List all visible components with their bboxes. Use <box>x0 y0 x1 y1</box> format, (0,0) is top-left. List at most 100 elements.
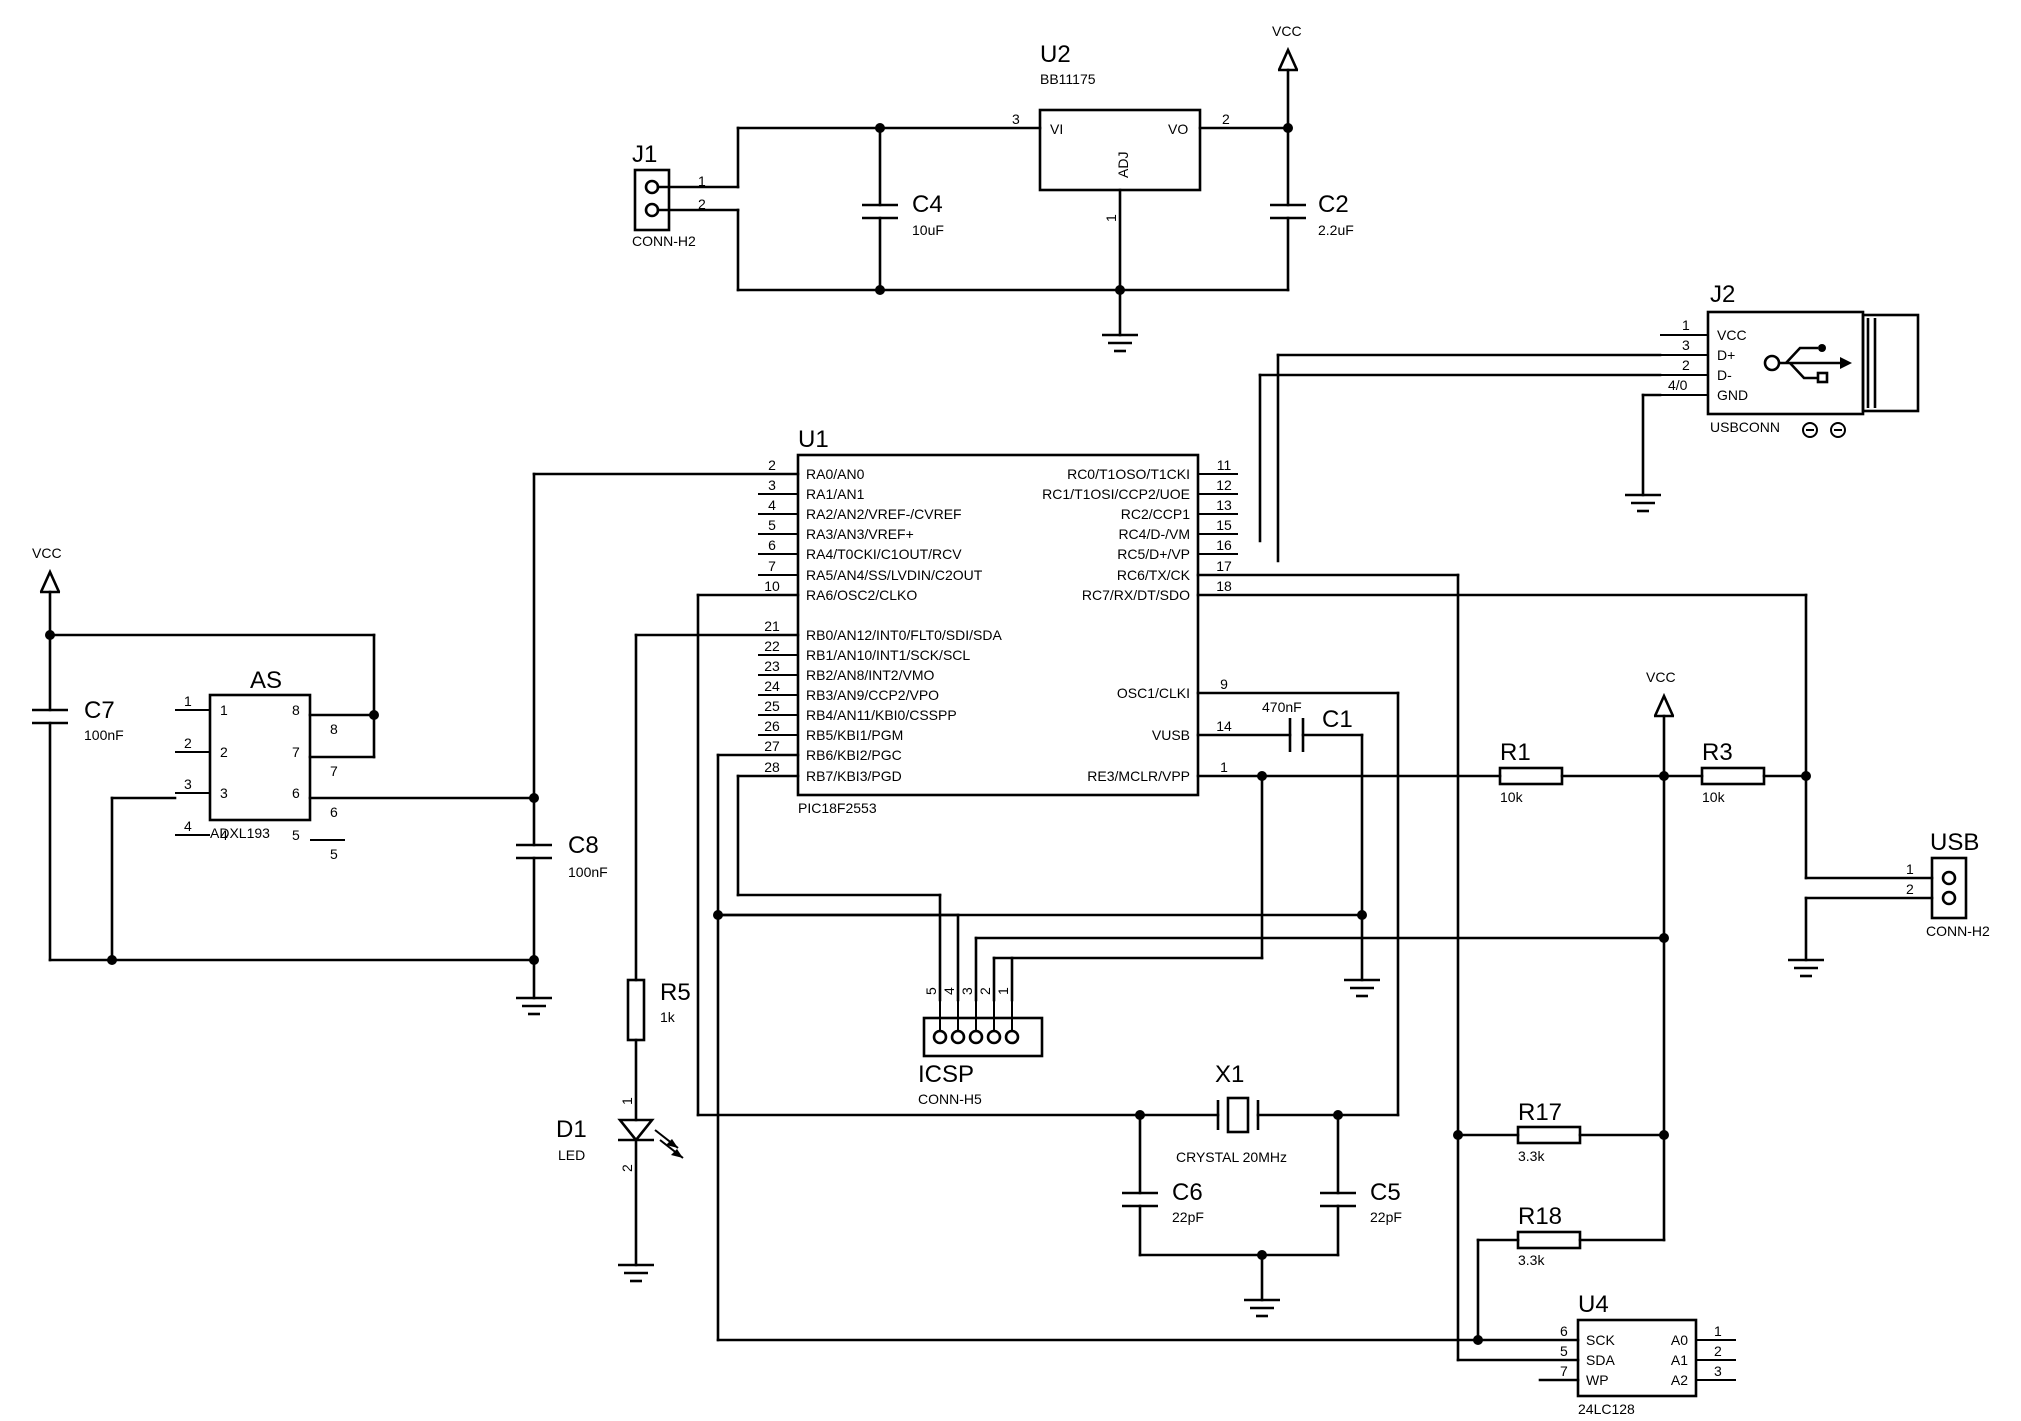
j2-pin3: 3 <box>1682 337 1690 353</box>
j2-label-vcc: VCC <box>1717 327 1747 343</box>
as-pin-name: 4 <box>220 827 228 843</box>
u1-pin-num: 4 <box>768 497 776 513</box>
c4-value: 10uF <box>912 222 944 238</box>
u1-body <box>796 453 1200 797</box>
u4-pin-num: 3 <box>1714 1363 1722 1379</box>
c1-value: 470nF <box>1262 699 1302 715</box>
u4-body <box>1576 1318 1698 1398</box>
u1-pin-num: 18 <box>1216 578 1232 594</box>
vcc-arrow-top <box>1277 46 1299 72</box>
polarity-icons <box>1802 422 1846 438</box>
u1-pin-num: 11 <box>1217 457 1232 473</box>
u1-part: PIC18F2553 <box>798 800 877 816</box>
r5-value: 1k <box>660 1009 676 1025</box>
u1-pin-name: VUSB <box>1152 727 1190 743</box>
u1-pin-name: RC7/RX/DT/SDO <box>1082 587 1190 603</box>
u1-pin-name: RB2/AN8/INT2/VMO <box>806 667 934 683</box>
x1-body <box>1226 1096 1250 1134</box>
vcc-arrow-mid <box>1653 692 1675 718</box>
usb-conn-body <box>1930 856 1968 920</box>
u1-pin-num: 2 <box>768 457 776 473</box>
j1-ref: J1 <box>632 141 657 168</box>
usb-conn-pin1: 1 <box>1906 861 1914 877</box>
u1-section: U1 PIC18F2553 2RA0/AN03RA1/AN14RA2/AN2/V… <box>758 426 1238 816</box>
vcc-label-mid: VCC <box>1646 669 1676 685</box>
icsp-pin-circle <box>986 1029 1002 1045</box>
as-pin-num: 6 <box>330 804 338 820</box>
c8-ref: C8 <box>568 832 599 859</box>
u2-vi-label: VI <box>1050 121 1063 137</box>
led-section: R5 1k 1 D1 LED 2 <box>556 633 800 1283</box>
u1-pin-num: 10 <box>764 578 780 594</box>
u4-pin-name: SDA <box>1586 1352 1615 1368</box>
u4-pin-num: 7 <box>1560 1363 1568 1379</box>
ground-symbol-regulator <box>1102 333 1138 353</box>
oscillator-section: X1 CRYSTAL 20MHz C6 22pF C5 22pF <box>696 593 1402 1318</box>
u1-pin-name: RC0/T1OSO/T1CKI <box>1067 466 1190 482</box>
as-pin-num: 7 <box>330 763 338 779</box>
as-pin-name: 8 <box>292 702 300 718</box>
u4-pin-num: 6 <box>1560 1323 1568 1339</box>
u1-pin-name: RB5/KBI1/PGM <box>806 727 903 743</box>
j2-label-dminus: D- <box>1717 367 1732 383</box>
c7-value: 100nF <box>84 727 124 743</box>
icsp-part: CONN-H5 <box>918 1091 982 1107</box>
j1-connector-body <box>633 168 671 232</box>
j2-section: J2 USBCONN VCC D+ D- GND 1 3 2 4/0 <box>1258 281 1920 563</box>
u1-pin-name: RB1/AN10/INT1/SCK/SCL <box>806 647 970 663</box>
icsp-pin-circle <box>950 1029 966 1045</box>
as-pin-num: 3 <box>184 776 192 792</box>
as-pin-name: 6 <box>292 785 300 801</box>
u4-ref: U4 <box>1578 1291 1609 1318</box>
u2-ref: U2 <box>1040 41 1071 68</box>
as-pin-name: 2 <box>220 744 228 760</box>
u1-pin-num: 23 <box>764 658 780 674</box>
r18-ref: R18 <box>1518 1203 1562 1230</box>
icsp-pin-circle <box>1004 1029 1020 1045</box>
r1-body <box>1498 766 1564 786</box>
u1-pin-name: RA2/AN2/VREF-/CVREF <box>806 506 962 522</box>
usb-conn-pin1-circle <box>1941 870 1957 886</box>
u1-pin-num: 27 <box>764 738 780 754</box>
r3-ref: R3 <box>1702 739 1733 766</box>
r5-body <box>626 978 646 1042</box>
u4-pin-name: A0 <box>1671 1332 1688 1348</box>
ground-symbol-c8 <box>516 996 552 1016</box>
c6-value: 22pF <box>1172 1209 1204 1225</box>
u1-pin-num: 13 <box>1216 497 1232 513</box>
vcc-arrow-left <box>39 568 61 594</box>
r3-value: 10k <box>1702 789 1726 805</box>
u1-pin-num: 1 <box>1220 759 1228 775</box>
u1-pin-num: 6 <box>768 537 776 553</box>
u4-part: 24LC128 <box>1578 1401 1635 1417</box>
u4-pin-name: WP <box>1586 1372 1609 1388</box>
ground-symbol-usb <box>1788 958 1824 978</box>
d1-pin2: 2 <box>619 1164 635 1172</box>
icsp-ref: ICSP <box>918 1061 974 1088</box>
u4-pin-num: 1 <box>1714 1323 1722 1339</box>
d1-ref: D1 <box>556 1116 587 1143</box>
u1-pin-num: 7 <box>768 558 776 574</box>
u1-pin-num: 15 <box>1216 517 1232 533</box>
r1-ref: R1 <box>1500 739 1531 766</box>
as-pin-name: 5 <box>292 827 300 843</box>
u4-pin-name: A2 <box>1671 1372 1688 1388</box>
r18-value: 3.3k <box>1518 1252 1545 1268</box>
u1-left-pins: 2RA0/AN03RA1/AN14RA2/AN2/VREF-/CVREF5RA3… <box>758 457 1002 784</box>
j2-plug <box>1861 313 1920 413</box>
u1-pin-num: 9 <box>1220 676 1228 692</box>
r17-value: 3.3k <box>1518 1148 1545 1164</box>
icsp-pin-circle <box>968 1029 984 1045</box>
u1-pin-name: OSC1/CLKI <box>1117 685 1190 701</box>
u1-pin-name: RA3/AN3/VREF+ <box>806 526 914 542</box>
u1-pin-name: RB6/KBI2/PGC <box>806 747 902 763</box>
usb-trident-icon <box>1763 344 1852 384</box>
u2-pin2: 2 <box>1222 111 1230 127</box>
u1-pin-name: RC1/T1OSI/CCP2/UOE <box>1042 486 1190 502</box>
led-d1-icon <box>617 1118 684 1159</box>
as-pin-name: 1 <box>220 702 228 718</box>
x1-value: CRYSTAL 20MHz <box>1176 1149 1287 1165</box>
